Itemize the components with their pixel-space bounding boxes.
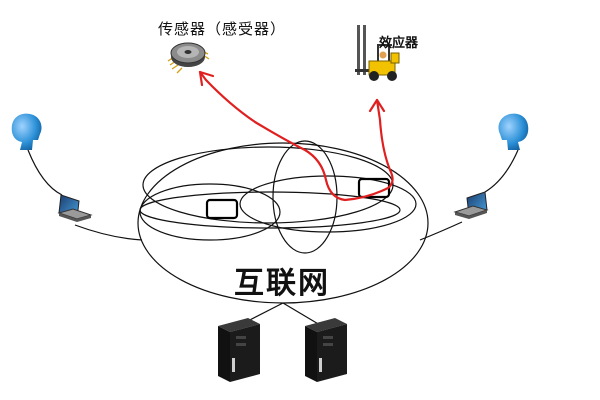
human-head-icon-right <box>498 113 529 150</box>
server-tower-icon-right <box>305 318 347 382</box>
laptop-icon-right <box>453 191 489 219</box>
cloud-ellipse-right <box>239 175 417 233</box>
server-tower-icon-left <box>218 318 260 382</box>
line-head-left-to-laptop <box>27 149 63 196</box>
human-head-icon-left <box>11 113 42 150</box>
signal-arrowhead-actuator <box>368 98 386 113</box>
internet-label: 互联网 <box>234 266 330 301</box>
forklift-icon <box>355 25 400 81</box>
cloud-ellipse-upper <box>142 146 394 224</box>
line-head-right-to-laptop <box>484 149 519 193</box>
cloud-ellipse-vertical <box>272 140 338 254</box>
signal-path-line <box>198 70 394 202</box>
network-node-left <box>205 198 239 220</box>
signal-path <box>198 70 394 202</box>
laptop-icon-left <box>57 194 93 222</box>
actuator-label: 效应器 <box>379 36 419 51</box>
line-cloud-to-server-right <box>282 302 321 326</box>
signal-arrowhead-sensor <box>198 70 215 87</box>
line-laptop-right-to-cloud <box>419 221 463 241</box>
cloud-ellipse-left <box>139 183 281 241</box>
pressure-sensor-chip-icon <box>167 42 210 74</box>
line-laptop-left-to-cloud <box>74 224 143 241</box>
sensor-label: 传感器（感受器） <box>158 20 287 38</box>
